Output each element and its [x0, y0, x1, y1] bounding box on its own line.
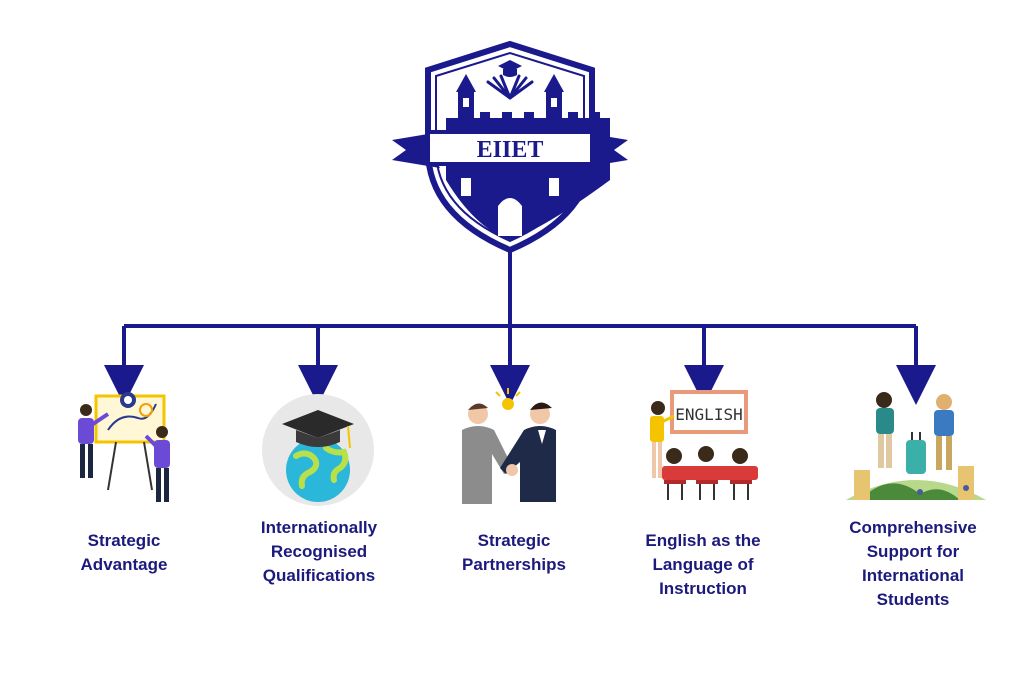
travelling-students-icon	[846, 392, 986, 500]
handshake-icon	[462, 388, 556, 504]
english-classroom-icon: ENGLISH	[650, 390, 758, 500]
logo-text: EIIET	[477, 137, 544, 163]
castle-shield-logo: EIIET	[392, 40, 628, 254]
presentation-strategy-icon	[78, 392, 170, 502]
svg-text:ENGLISH: ENGLISH	[675, 405, 742, 424]
graduation-globe-icon	[262, 394, 374, 506]
connector-lines	[104, 250, 936, 405]
